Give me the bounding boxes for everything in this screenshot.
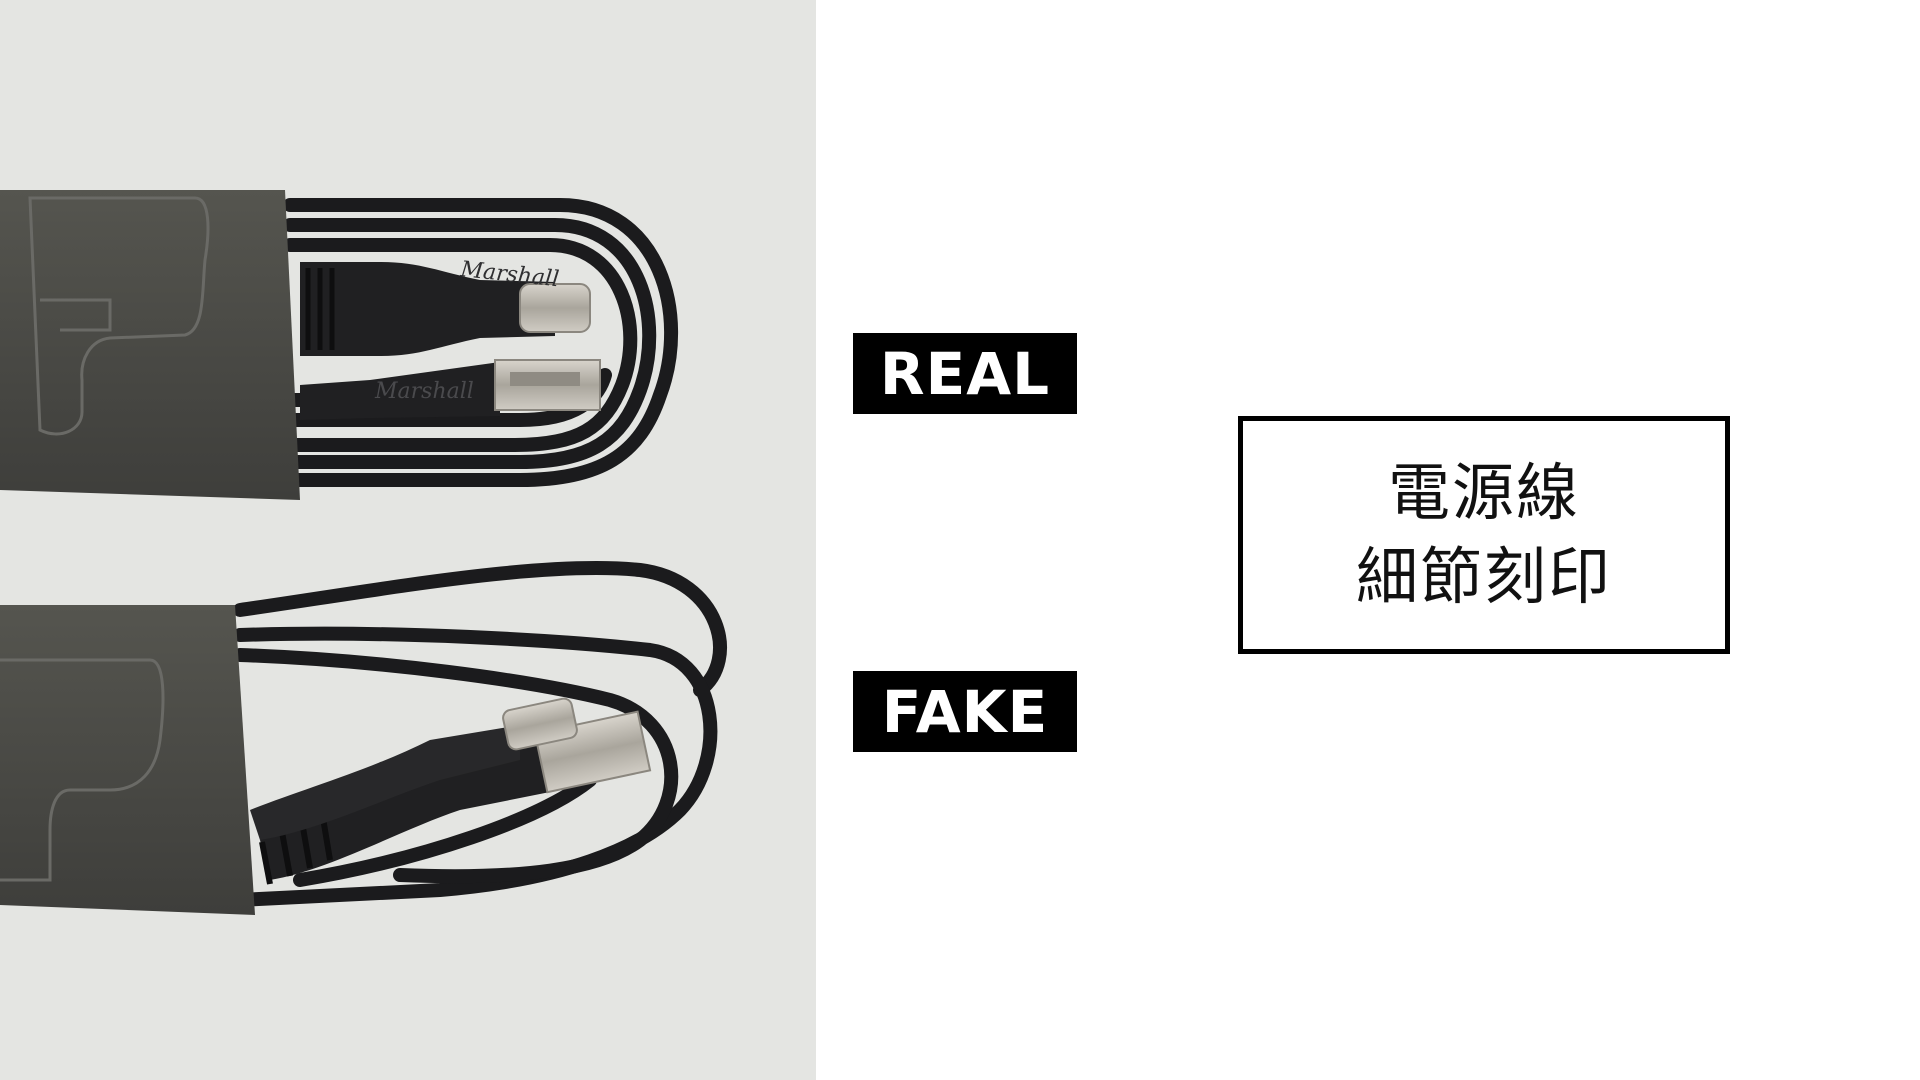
real-label: REAL [853, 333, 1077, 414]
real-usba-connector: Marshall [300, 359, 601, 420]
real-engraving: Marshall [374, 379, 474, 404]
caption-line-1: 電源線 [1387, 456, 1580, 529]
caption-line-2: 細節刻印 [1355, 540, 1612, 613]
caption-box: 電源線 細節刻印 [1238, 416, 1730, 654]
fake-usbc-connector [250, 697, 578, 840]
real-usbc-connector: Marshall [300, 257, 591, 356]
cable-comparison-illustration: Marshall Marshall [0, 190, 727, 915]
product-photo: Marshall Marshall [0, 0, 816, 1080]
real-cable-group: Marshall Marshall [0, 190, 679, 500]
fake-cable-group [0, 561, 727, 915]
fake-label: FAKE [853, 671, 1077, 752]
